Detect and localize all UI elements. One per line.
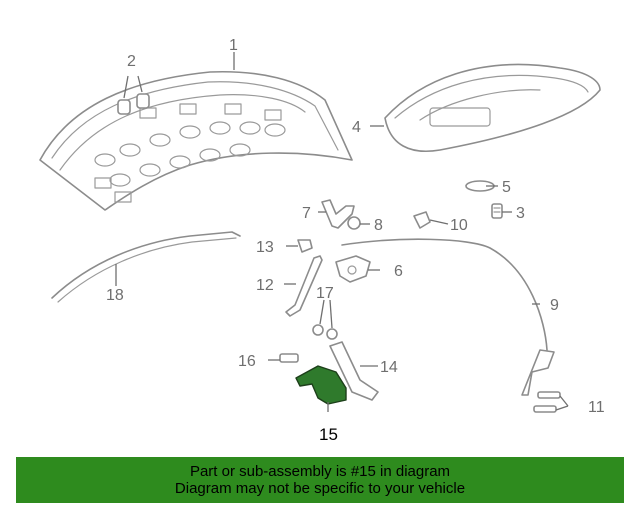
callout-7: 7	[302, 205, 311, 222]
callout-3: 3	[516, 205, 525, 222]
hinge-plate	[329, 341, 379, 401]
banner-line-2: Diagram may not be specific to your vehi…	[174, 480, 466, 497]
callout-2: 2	[127, 53, 136, 70]
push-clip	[491, 203, 503, 219]
leader-lines	[115, 52, 569, 412]
cable-clip	[413, 211, 431, 229]
nuts-17	[312, 324, 338, 340]
callout-9: 9	[550, 297, 559, 314]
callout-8: 8	[374, 217, 383, 234]
release-cable	[341, 238, 548, 351]
callout-17: 17	[316, 285, 334, 302]
callout-16: 16	[238, 353, 256, 370]
callout-11: 11	[588, 399, 605, 416]
callout-labels: 1 2 3 4 5 6 7 8 9 10 11 12 13 14 15 16 1…	[106, 37, 605, 444]
hood	[39, 70, 353, 211]
latch-bracket	[297, 239, 313, 253]
callout-12: 12	[256, 277, 274, 294]
highlighted-part-15	[295, 365, 347, 405]
weatherstrip	[51, 231, 241, 299]
hood-prop-bracket	[321, 199, 355, 229]
callout-6: 6	[394, 263, 403, 280]
hood-latch	[335, 255, 371, 283]
callout-4: 4	[352, 119, 361, 136]
callout-1: 1	[229, 37, 238, 54]
callout-13: 13	[256, 239, 274, 256]
parts-diagram: 1 2 3 4 5 6 7 8 9 10 11 12 13 14 15 16 1…	[39, 37, 605, 444]
callout-5: 5	[502, 179, 511, 196]
hood-insulator	[384, 63, 601, 152]
callout-18: 18	[106, 287, 124, 304]
banner-line-1: Part or sub-assembly is #15 in diagram	[189, 463, 451, 480]
callout-14: 14	[380, 359, 398, 376]
bolts-11	[533, 391, 561, 413]
info-banner: Part or sub-assembly is #15 in diagram D…	[16, 457, 624, 503]
nut-8	[347, 216, 361, 230]
release-handle	[521, 349, 555, 396]
bolt-16	[279, 353, 299, 363]
callout-15: 15	[319, 425, 338, 444]
callout-10: 10	[450, 217, 468, 234]
prop-rod	[285, 255, 323, 317]
